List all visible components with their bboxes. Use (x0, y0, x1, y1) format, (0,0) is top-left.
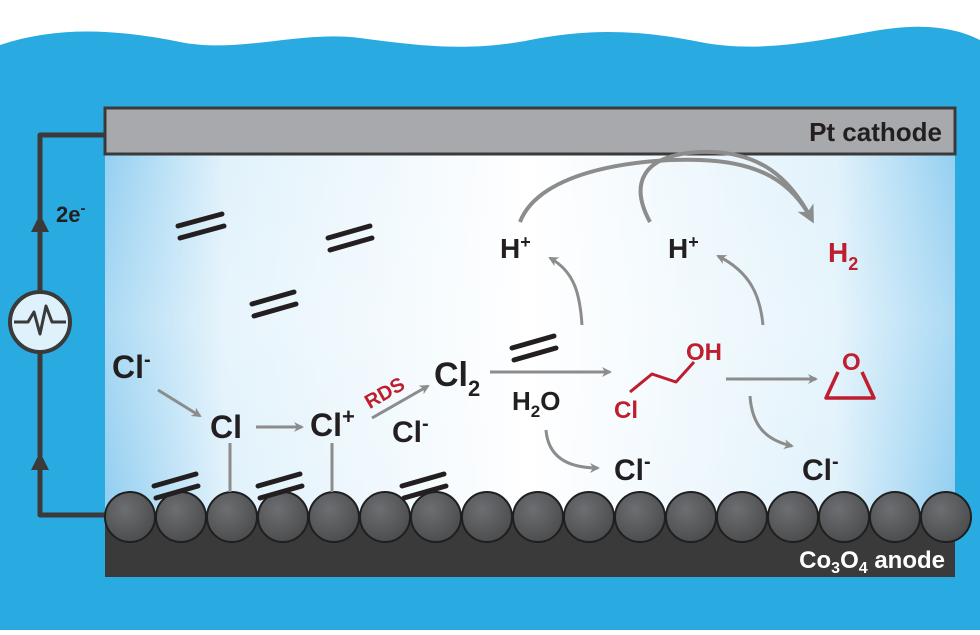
ethylene-icon (509, 333, 559, 363)
chlorohydrin-cl-label: Cl (614, 397, 638, 424)
arrow-water-to-cl-minus (544, 429, 600, 473)
anode-sphere (512, 491, 564, 543)
cl2-label: Cl2 (434, 356, 480, 401)
anode-sphere (869, 491, 921, 543)
power-source-icon (8, 290, 72, 354)
ethylene-icon (325, 223, 375, 253)
cathode-label: Pt cathode (809, 117, 942, 147)
ethylene-molecules (151, 211, 559, 501)
arrow-to-h-plus-1 (548, 256, 584, 326)
anode-sphere (206, 491, 258, 543)
ethylene-icon (175, 211, 227, 241)
anode-sphere (563, 491, 615, 543)
ethylene-icon (255, 471, 305, 501)
cl-minus-label: Cl- (112, 349, 151, 385)
water-label: H2O (512, 386, 560, 421)
h-plus-2-label: H+ (668, 232, 699, 264)
anode-sphere (461, 491, 513, 543)
surface-bonds (228, 443, 334, 492)
anode-spheres (104, 491, 972, 543)
ethylene-icon (399, 471, 449, 501)
arrow-h-plus-1-to-h2 (518, 157, 814, 224)
cl-plus-label: Cl+ (310, 404, 355, 443)
anode-sphere (155, 491, 207, 543)
anode-sphere (920, 491, 972, 543)
epoxide-structure-icon (824, 371, 876, 400)
electron-arrow-upper-icon (31, 214, 49, 232)
cl-minus-bottom1-label: Cl- (614, 451, 651, 487)
arrow-rds (371, 384, 430, 420)
pt-cathode (103, 106, 957, 156)
epoxide-o-label: O (842, 349, 861, 376)
anode-sphere (614, 491, 666, 543)
reaction-arrows (157, 254, 818, 473)
cl-minus-mid-label: Cl- (392, 413, 429, 449)
anode-sphere (104, 491, 156, 543)
anode-sphere (716, 491, 768, 543)
anode-sphere (410, 491, 462, 543)
cl-radical-label: Cl (210, 409, 242, 445)
ethylene-icon (249, 289, 299, 319)
arrow-cl-minus-to-cl (157, 388, 202, 418)
anode-sphere (308, 491, 360, 543)
h2-arrows (518, 149, 814, 224)
chlorohydrin-structure-icon (629, 360, 696, 394)
arrow-to-h-plus-2 (716, 254, 765, 326)
anode-sphere (818, 491, 870, 543)
cl-minus-bottom2-label: Cl- (802, 451, 839, 487)
anode-sphere (665, 491, 717, 543)
external-circuit (37, 132, 105, 518)
electron-label: 2e- (56, 200, 85, 227)
arrow-h-plus-2-to-h2 (638, 149, 814, 223)
chlorohydrin-oh-label: OH (686, 339, 722, 366)
ethylene-icon (151, 471, 201, 501)
arrow-chlorohydrin-to-cl-minus (748, 395, 794, 450)
anode-sphere (767, 491, 819, 543)
h2-label: H2 (828, 237, 858, 274)
anode-label: Co3O4 anode (799, 547, 945, 577)
electron-arrow-lower-icon (31, 452, 49, 470)
h-plus-1-label: H+ (500, 232, 531, 264)
anode-sphere (257, 491, 309, 543)
